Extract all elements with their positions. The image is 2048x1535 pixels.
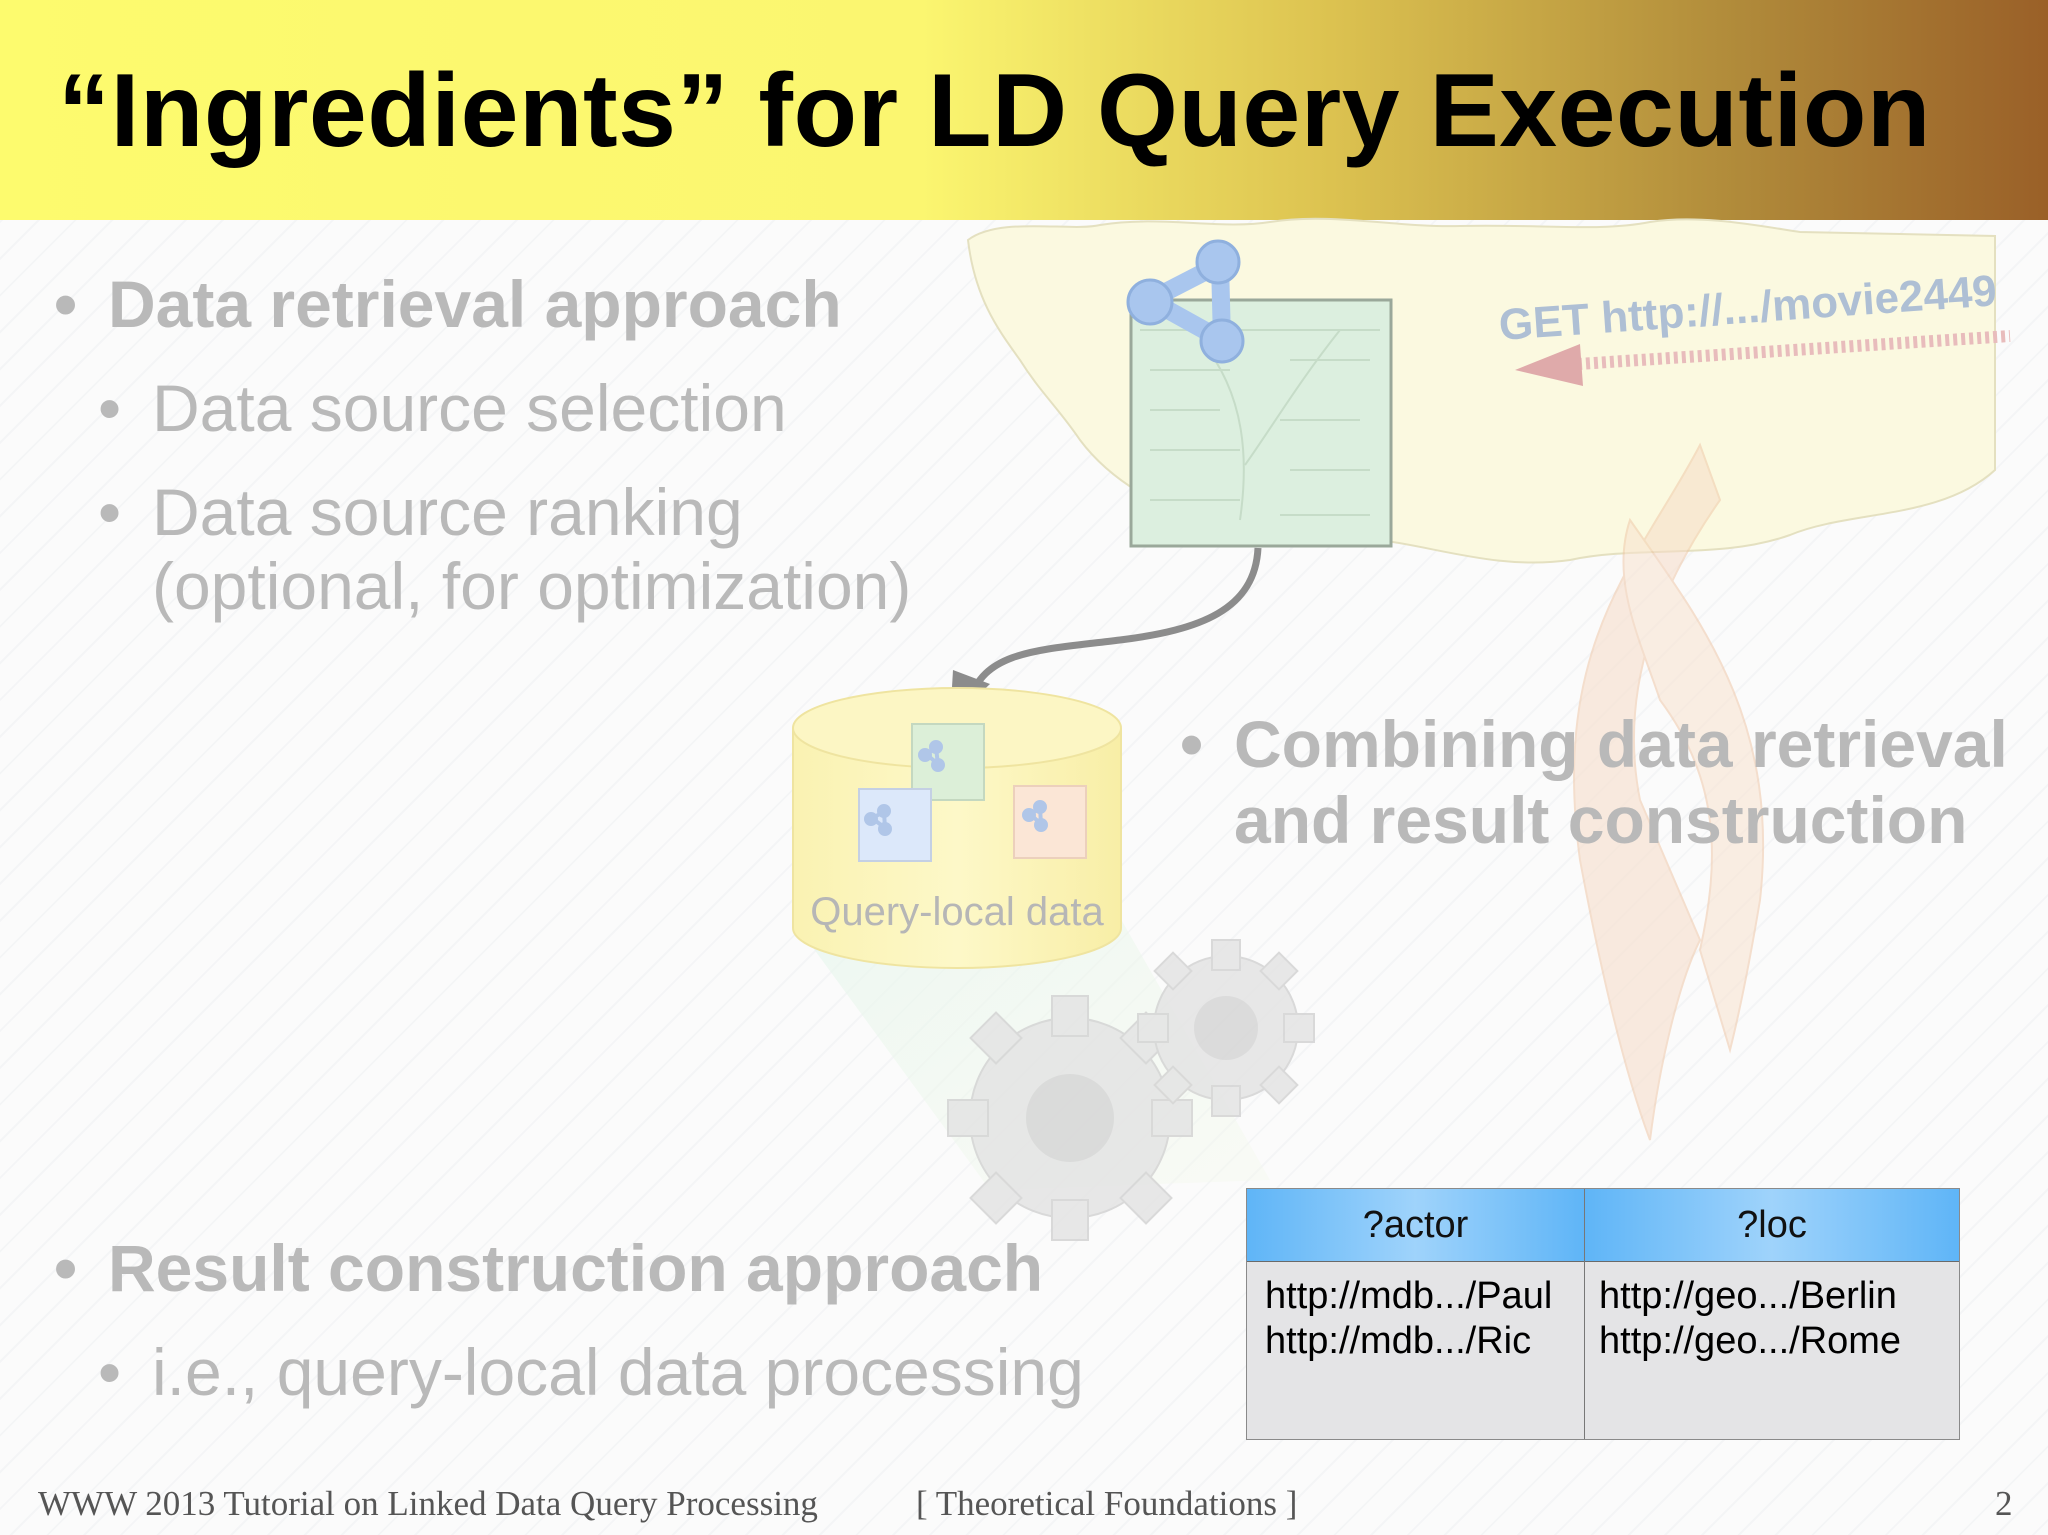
bullet-dot: • bbox=[98, 475, 122, 549]
result-table: ?actor ?loc http://mdb.../Paul http://ge… bbox=[1246, 1188, 1960, 1440]
database-icon: Query-local data bbox=[792, 687, 1122, 969]
title-bar: “Ingredients” for LD Query Execution bbox=[0, 0, 2048, 220]
bullet-source-selection: • Data source selection bbox=[98, 370, 787, 446]
cylinder-label: Query-local data bbox=[810, 890, 1104, 934]
bullet-dot: • bbox=[1180, 707, 1204, 781]
bullet-dot: • bbox=[98, 1335, 122, 1409]
bullet-text: Data source ranking bbox=[152, 475, 743, 549]
bullet-dot: • bbox=[54, 267, 78, 341]
table-cell: http://geo.../Berlin bbox=[1599, 1275, 1897, 1317]
column-divider bbox=[1584, 1189, 1585, 1439]
footer-section: [ Theoretical Foundations ] bbox=[916, 1484, 1298, 1523]
bullet-text: i.e., query-local data processing bbox=[152, 1335, 1084, 1409]
web-document-icon bbox=[1129, 298, 1393, 548]
bullet-text: Data source selection bbox=[152, 371, 787, 445]
bullet-data-retrieval: • Data retrieval approach bbox=[54, 266, 842, 342]
bullet-dot: • bbox=[98, 371, 122, 445]
bullet-source-ranking: • Data source ranking bbox=[98, 474, 743, 550]
bullet-text: Result construction approach bbox=[108, 1231, 1044, 1305]
bullet-dot: • bbox=[54, 1231, 78, 1305]
table-cell: http://geo.../Rome bbox=[1599, 1320, 1902, 1362]
table-header-actor: ?actor bbox=[1247, 1189, 1584, 1262]
arrow-left-icon bbox=[1515, 330, 2011, 386]
bullet-result-construction: • Result construction approach bbox=[54, 1230, 1043, 1306]
bullet-text: Data retrieval approach bbox=[108, 267, 842, 341]
table-cell: http://mdb.../Ric bbox=[1265, 1320, 1532, 1362]
footer-tutorial-title: WWW 2013 Tutorial on Linked Data Query P… bbox=[38, 1484, 818, 1523]
refresh-cycle-icon bbox=[1573, 442, 1765, 1141]
bullet-text: Combining data retrieval bbox=[1234, 707, 2008, 781]
table-cell: http://mdb.../Paul bbox=[1265, 1275, 1553, 1317]
table-header-loc: ?loc bbox=[1585, 1189, 1959, 1262]
bullet-combining: • Combining data retrieval bbox=[1180, 706, 2008, 782]
slide-title: “Ingredients” for LD Query Execution bbox=[58, 53, 1931, 169]
bullet-source-ranking-cont: (optional, for optimization) bbox=[152, 549, 912, 623]
page-number: 2 bbox=[1995, 1484, 2013, 1523]
web-cloud bbox=[966, 217, 1996, 564]
bullet-combining-cont: and result construction bbox=[1234, 783, 1968, 857]
bullet-local-processing: • i.e., query-local data processing bbox=[98, 1334, 1084, 1410]
rdf-graph-icon bbox=[1126, 239, 1245, 364]
gear-icon bbox=[947, 939, 1315, 1241]
